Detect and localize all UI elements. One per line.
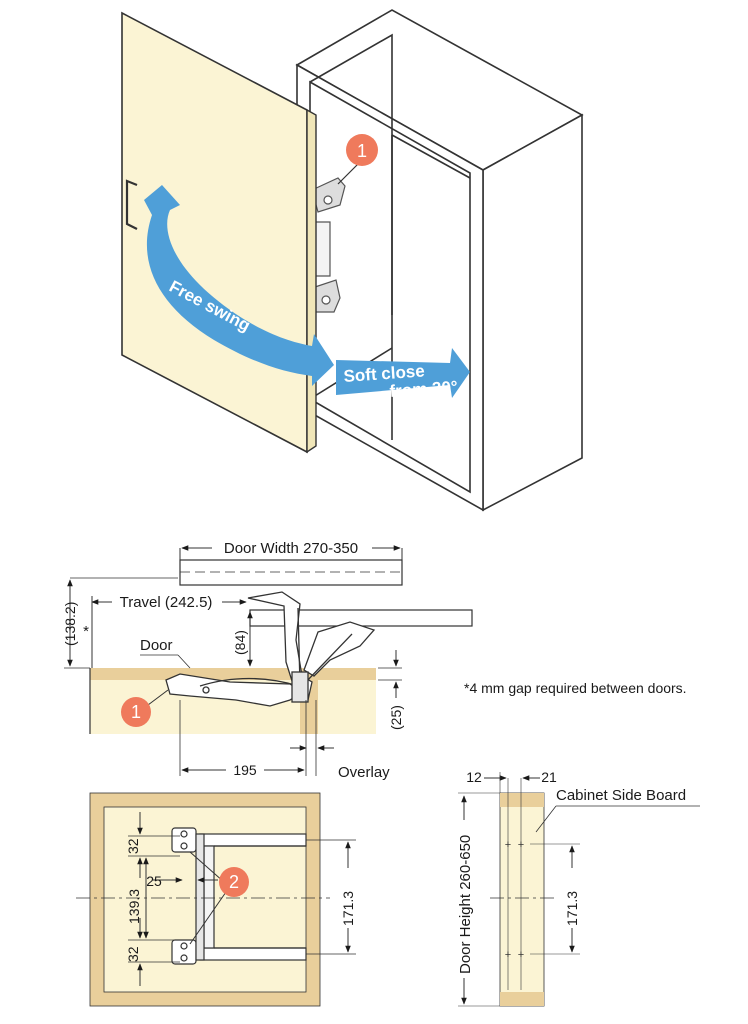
overlay-label: Overlay: [338, 764, 390, 781]
cabinet-body: [295, 9, 584, 512]
dim-12-label: 12: [466, 769, 482, 785]
dim-32-top-label: 32: [125, 838, 141, 854]
svg-text:from 20°: from 20°: [389, 377, 459, 401]
dim-21-label: 21: [541, 769, 557, 785]
dim-84-label: (84): [232, 630, 248, 655]
badge-1-illustration: 1: [337, 134, 378, 185]
badge-1-number: 1: [357, 141, 367, 161]
door-label: Door: [140, 637, 173, 654]
door-width-label: Door Width 270-350: [224, 540, 358, 557]
dim-139-label: 139.3: [126, 889, 142, 924]
badge-2-front: 2: [189, 851, 249, 945]
door-height-label: Door Height 260-650: [457, 835, 474, 974]
front-hinge-mechanism: [171, 827, 307, 965]
svg-text:+: +: [505, 839, 511, 851]
soft-close-arrow: [336, 348, 470, 398]
dim-138-label: (138.2): [62, 602, 78, 646]
dim-25-front-label: 25: [146, 873, 162, 889]
dim-32-bottom-label: 32: [125, 946, 141, 962]
hinge-upper: [311, 177, 346, 277]
travel-label: Travel (242.5): [120, 594, 213, 611]
cabinet-side-board-label: Cabinet Side Board: [556, 787, 686, 804]
side-view: + + + + 12 21 Cabinet Side Board Door He…: [452, 769, 700, 1007]
hinge-linkage: [165, 591, 376, 707]
soft-close-label-2: from 20°: [389, 377, 459, 401]
front-view: 32 139.3 32 25 171.3 2: [76, 792, 356, 1007]
door-handle-icon: [125, 179, 138, 230]
svg-text:+: +: [518, 839, 524, 851]
gap-note: *4 mm gap required between doors.: [464, 680, 687, 696]
badge-1-topview-number: 1: [131, 702, 141, 722]
asterisk-mark: *: [83, 623, 89, 640]
side-board: [499, 792, 545, 1007]
cabinet-illustration: Free swing Soft close from 20° 1: [121, 9, 584, 512]
dim-171-front-label: 171.3: [340, 891, 356, 926]
svg-text:+: +: [505, 949, 511, 961]
svg-text:+: +: [518, 949, 524, 961]
dim-195-label: 195: [233, 762, 257, 778]
badge-2-number: 2: [229, 872, 239, 892]
badge-1-topview: 1: [121, 689, 169, 727]
dim-171-side-label: 171.3: [564, 891, 580, 926]
dim-25-label: (25): [388, 705, 404, 730]
top-view: Door Width 270-350 Travel (242.5) (138.2…: [62, 540, 473, 781]
free-swing-arrow: [144, 185, 334, 386]
